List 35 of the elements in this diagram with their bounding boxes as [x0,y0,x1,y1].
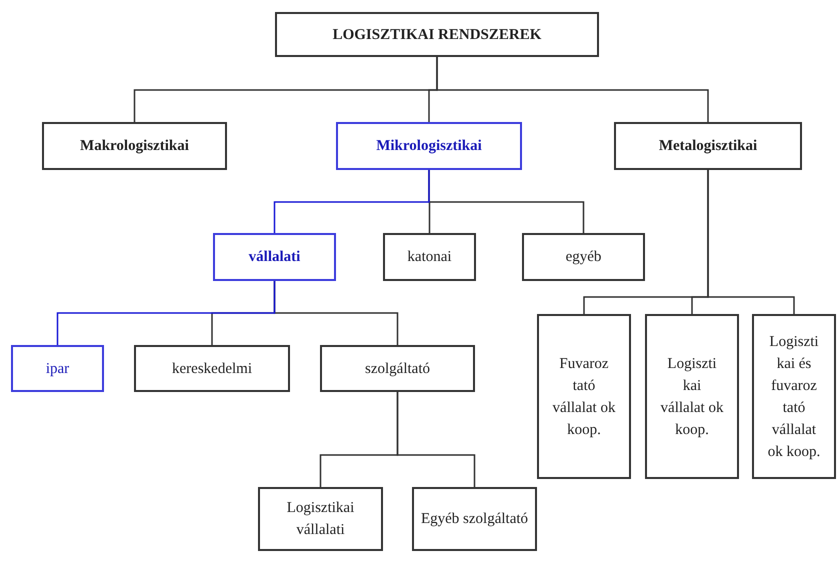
category-box [537,314,631,479]
connector-line [707,170,795,314]
box-label: kereskedelmi [172,360,252,378]
category-box [134,345,290,392]
box-label: szolgáltató [365,360,430,378]
connector-line [274,170,430,233]
connector-line [436,57,709,122]
category-box [614,122,802,170]
connector-line [396,392,476,487]
category-box [752,314,836,479]
box-label: ipar [46,360,70,378]
box-label: LOGISZTIKAI RENDSZEREK [332,26,542,44]
connector-line [56,281,276,345]
box-label: Logiszti kai és fuvaroz tató vállalat ok koop. [766,332,822,462]
box-label: Fuvaroz tató vállalat ok koop. [552,354,616,440]
category-box [645,314,739,479]
box-label: Egyéb szolgáltató [420,510,528,529]
box-label: Metalogisztikai [658,137,758,156]
category-box [383,233,476,281]
box-label: katonai [407,248,452,267]
category-box [42,122,227,170]
category-box [412,487,537,551]
box-label: Mikrologisztikai [376,137,482,156]
category-box [213,233,336,281]
category-box [11,345,104,392]
box-label: Logisztikai vállalati [286,499,356,540]
category-box [320,345,475,392]
category-box [336,122,522,170]
box-label: Logiszti kai vállalat ok koop. [660,354,724,440]
category-box [275,12,599,57]
box-label: vállalati [248,248,300,267]
box-label: Makrologisztikai [80,137,189,156]
category-box [258,487,383,551]
box-label: egyéb [566,248,602,267]
category-box [522,233,645,281]
